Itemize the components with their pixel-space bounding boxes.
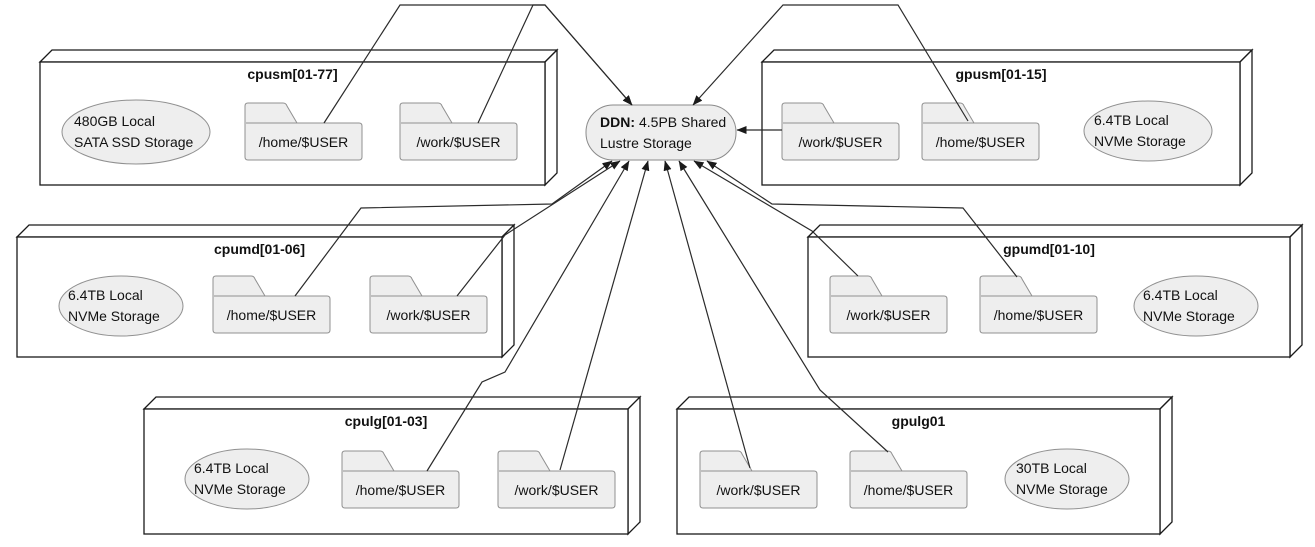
ddn-shared-storage-node [585,104,737,161]
storage-ellipse-gpulg [1004,448,1130,510]
node-gpumd-title: gpumd[01-10] [1003,241,1095,257]
edge-cpulg-home-to-ddn [426,160,630,472]
folder-label-gpusm-home: /home/$USER [935,133,1026,150]
ddn-label-line1: DDN:4.5PB Shared [600,114,727,130]
folder-label-gpusm-work: /work/$USER [798,133,883,150]
folder-label-cpusm-home: /home/$USER [258,133,349,150]
folder-label-cpumd-home: /home/$USER [226,306,317,323]
folder-label-gpulg-home: /home/$USER [863,481,954,498]
storage-label-cpusm: 480GB Local SATA SSD Storage [74,113,194,150]
storage-ellipse-gpusm [1083,100,1213,162]
node-cpulg-title: cpulg[01-03] [344,413,428,429]
storage-label-gpumd: 6.4TB Local NVMe Storage [1143,287,1235,324]
folder-label-cpumd-work: /work/$USER [386,306,471,323]
node-cpusm-title: cpusm[01-77] [247,66,338,82]
storage-ellipse-cpusm [61,99,211,165]
edge-cpulg-work-to-ddn [559,160,650,471]
storage-ellipse-gpumd [1133,275,1259,337]
edge-cpumd-home-to-ddn [294,160,613,297]
storage-label-cpumd: 6.4TB Local NVMe Storage [68,287,160,324]
storage-label-cpulg: 6.4TB Local NVMe Storage [194,460,286,497]
folder-label-cpusm-work: /work/$USER [416,133,501,150]
storage-ellipse-cpumd [58,275,184,337]
edge-cpumd-work-to-ddn [456,160,621,297]
node-gpusm-title: gpusm[01-15] [955,66,1047,82]
folder-label-gpumd-home: /home/$USER [993,306,1084,323]
edge-gpulg-work-to-ddn [663,160,751,469]
storage-ellipse-cpulg [184,448,310,510]
edge-cpusm-work-to-ddn [477,4,633,124]
node-gpulg-title: gpulg01 [891,413,946,429]
edge-gpumd-home-to-ddn [706,160,1018,278]
node-cpumd-title: cpumd[01-06] [213,241,306,257]
folder-label-cpulg-home: /home/$USER [355,481,446,498]
edge-gpumd-work-to-ddn [693,160,859,277]
storage-label-gpulg: 30TB Local NVMe Storage [1016,460,1108,497]
ddn-node-label: DDN:4.5PB Shared Lustre Storage [600,112,726,154]
storage-label-gpusm: 6.4TB Local NVMe Storage [1094,112,1186,149]
folder-label-gpulg-work: /work/$USER [716,481,801,498]
ddn-label-line2: Lustre Storage [600,135,692,151]
folder-label-gpumd-work: /work/$USER [846,306,931,323]
edge-gpulg-home-to-ddn [678,160,889,453]
folder-label-cpulg-work: /work/$USER [514,481,599,498]
edge-gpusm-home-to-ddn [692,4,969,122]
